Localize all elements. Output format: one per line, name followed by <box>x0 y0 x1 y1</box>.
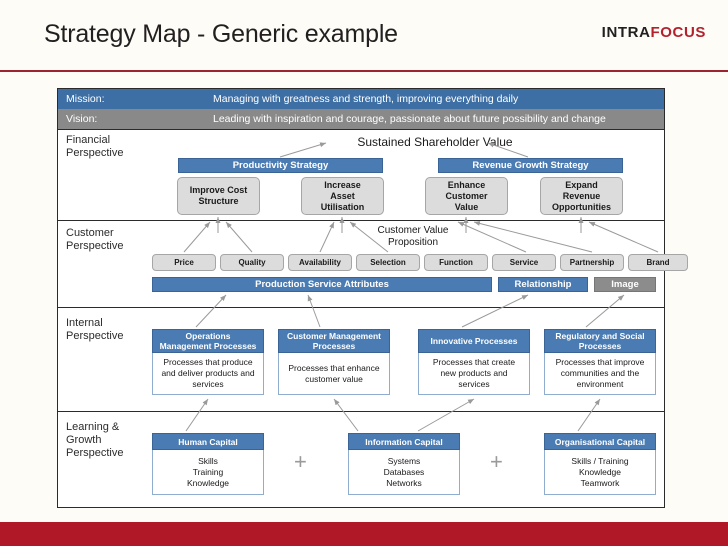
process-title-innovative: Innovative Processes <box>418 329 530 353</box>
attribute-quality[interactable]: Quality <box>220 254 284 271</box>
group-image[interactable]: Image <box>594 277 656 292</box>
mission-label: Mission: <box>66 93 105 105</box>
revenue-growth-strategy-bar[interactable]: Revenue Growth Strategy <box>438 158 623 173</box>
label-internal-perspective: Internal Perspective <box>66 317 124 342</box>
attribute-function[interactable]: Function <box>424 254 488 271</box>
attribute-brand[interactable]: Brand <box>628 254 688 271</box>
process-title-regulatory-social: Regulatory and Social Processes <box>544 329 656 353</box>
band-divider-customer <box>58 307 664 308</box>
logo-text-primary: INTRA <box>601 24 651 41</box>
process-desc-innovative: Processes that create new products and s… <box>418 353 530 395</box>
objective-enhance-customer-value[interactable]: Enhance Customer Value <box>425 177 508 215</box>
customer-value-proposition-label: Customer Value Proposition <box>377 225 449 248</box>
sustained-shareholder-value: Sustained Shareholder Value <box>357 135 513 149</box>
group-relationship[interactable]: Relationship <box>498 277 588 292</box>
band-divider-top <box>58 129 664 130</box>
capital-desc-organisational: Skills / Training Knowledge Teamwork <box>544 450 656 495</box>
brand-logo: INTRAFOCUS <box>602 24 706 41</box>
label-learning-perspective: Learning & Growth Perspective <box>66 421 124 459</box>
process-card-customer-management[interactable]: Customer Management Processes Processes … <box>278 329 390 395</box>
capital-title-information: Information Capital <box>348 433 460 450</box>
attribute-service[interactable]: Service <box>492 254 556 271</box>
group-production-service-attributes[interactable]: Production Service Attributes <box>152 277 492 292</box>
process-title-operations: Operations Management Processes <box>152 329 264 353</box>
objective-increase-asset-utilisation[interactable]: Increase Asset Utilisation <box>301 177 384 215</box>
process-desc-customer-management: Processes that enhance customer value <box>278 353 390 395</box>
footer-bar <box>0 522 728 546</box>
band-divider-financial <box>58 220 664 221</box>
process-card-regulatory-social[interactable]: Regulatory and Social Processes Processe… <box>544 329 656 395</box>
attribute-selection[interactable]: Selection <box>356 254 420 271</box>
capital-desc-human: Skills Training Knowledge <box>152 450 264 495</box>
logo-text-accent: FOCUS <box>650 24 706 41</box>
page-title: Strategy Map - Generic example <box>44 20 398 48</box>
attribute-price[interactable]: Price <box>152 254 216 271</box>
label-customer-perspective: Customer Perspective <box>66 227 124 252</box>
capital-card-information[interactable]: Information Capital Systems Databases Ne… <box>348 433 460 495</box>
mission-text: Managing with greatness and strength, im… <box>213 93 519 105</box>
objective-improve-cost-structure[interactable]: Improve Cost Structure <box>177 177 260 215</box>
plus-separator-1: + <box>294 449 307 474</box>
mission-row: Mission: Managing with greatness and str… <box>58 89 664 109</box>
vision-label: Vision: <box>66 113 98 125</box>
productivity-strategy-bar[interactable]: Productivity Strategy <box>178 158 383 173</box>
process-card-operations[interactable]: Operations Management Processes Processe… <box>152 329 264 395</box>
attribute-availability[interactable]: Availability <box>288 254 352 271</box>
objective-expand-revenue-opportunities[interactable]: Expand Revenue Opportunities <box>540 177 623 215</box>
process-desc-regulatory-social: Processes that improve communities and t… <box>544 353 656 395</box>
capital-title-human: Human Capital <box>152 433 264 450</box>
process-title-customer-management: Customer Management Processes <box>278 329 390 353</box>
plus-separator-2: + <box>490 449 503 474</box>
process-card-innovative[interactable]: Innovative Processes Processes that crea… <box>418 329 530 395</box>
capital-title-organisational: Organisational Capital <box>544 433 656 450</box>
capital-card-human[interactable]: Human Capital Skills Training Knowledge <box>152 433 264 495</box>
strategy-map-frame: Mission: Managing with greatness and str… <box>57 88 688 508</box>
capital-desc-information: Systems Databases Networks <box>348 450 460 495</box>
capital-card-organisational[interactable]: Organisational Capital Skills / Training… <box>544 433 656 495</box>
attribute-partnership[interactable]: Partnership <box>560 254 624 271</box>
vision-row: Vision: Leading with inspiration and cou… <box>58 109 664 129</box>
vision-text: Leading with inspiration and courage, pa… <box>213 113 606 125</box>
process-desc-operations: Processes that produce and deliver produ… <box>152 353 264 395</box>
label-financial-perspective: Financial Perspective <box>66 134 124 159</box>
band-divider-internal <box>58 411 664 412</box>
title-divider <box>0 70 728 72</box>
